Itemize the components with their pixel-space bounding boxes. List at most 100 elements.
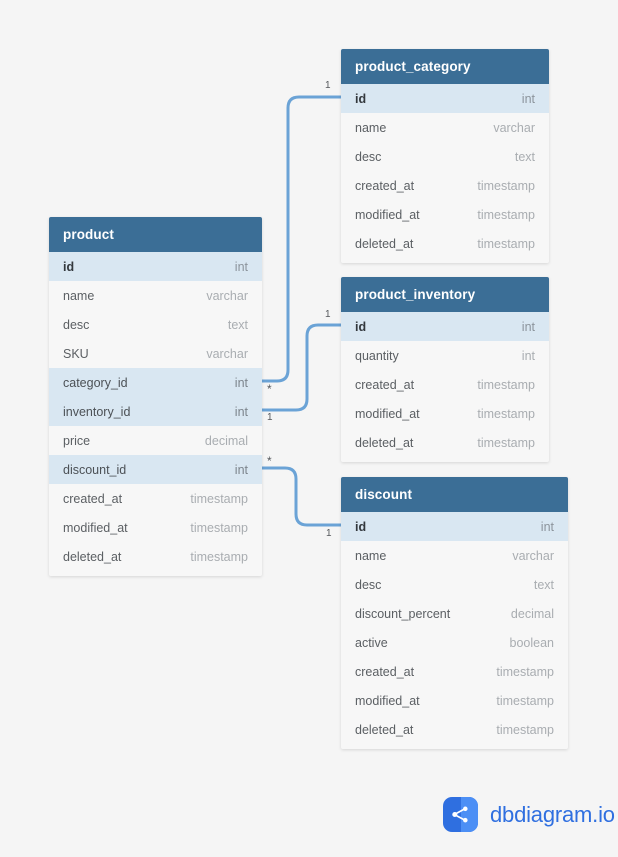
field-row[interactable]: modified_at timestamp xyxy=(341,686,568,715)
dbdiagram-brand: dbdiagram.io xyxy=(443,797,615,832)
field-row[interactable]: discount_percent decimal xyxy=(341,599,568,628)
field-row[interactable]: id int xyxy=(341,84,549,113)
field-type: varchar xyxy=(493,120,535,135)
field-name: name xyxy=(355,120,387,135)
field-type: timestamp xyxy=(190,520,248,535)
field-name: inventory_id xyxy=(63,404,131,419)
field-type: int xyxy=(234,404,248,419)
field-type: timestamp xyxy=(496,693,554,708)
field-type: timestamp xyxy=(190,549,248,564)
cardinality-label: 1 xyxy=(325,80,331,91)
field-name: id xyxy=(355,519,367,534)
field-row[interactable]: created_at timestamp xyxy=(341,370,549,399)
field-name: id xyxy=(355,319,367,334)
dbdiagram-brand-text: dbdiagram.io xyxy=(490,801,615,827)
field-type: timestamp xyxy=(477,377,535,392)
field-row[interactable]: id int xyxy=(49,252,262,281)
field-row[interactable]: active boolean xyxy=(341,628,568,657)
field-name: name xyxy=(63,288,95,303)
field-type: int xyxy=(234,462,248,477)
field-row[interactable]: created_at timestamp xyxy=(341,657,568,686)
field-name: desc xyxy=(355,577,382,592)
field-name: name xyxy=(355,548,387,563)
field-type: int xyxy=(234,259,248,274)
field-type: varchar xyxy=(206,288,248,303)
field-row[interactable]: name varchar xyxy=(341,113,549,142)
cardinality-label: * xyxy=(267,454,272,468)
field-row[interactable]: deleted_at timestamp xyxy=(49,542,262,571)
cardinality-label: 1 xyxy=(267,412,273,423)
field-type: boolean xyxy=(509,635,555,650)
table-header-discount[interactable]: discount xyxy=(341,477,568,512)
field-name: modified_at xyxy=(355,406,420,421)
cardinality-label: 1 xyxy=(325,309,331,320)
field-row[interactable]: created_at timestamp xyxy=(49,484,262,513)
field-type: text xyxy=(514,149,535,164)
field-name: id xyxy=(63,259,75,274)
field-row[interactable]: id int xyxy=(341,312,549,341)
field-name: desc xyxy=(63,317,90,332)
field-name: deleted_at xyxy=(63,549,122,564)
field-row[interactable]: desc text xyxy=(49,310,262,339)
field-name: category_id xyxy=(63,375,128,390)
field-name: quantity xyxy=(355,348,399,363)
field-type: text xyxy=(227,317,248,332)
field-row[interactable]: id int xyxy=(341,512,568,541)
field-name: active xyxy=(355,635,388,650)
field-type: decimal xyxy=(510,606,554,621)
field-row[interactable]: name varchar xyxy=(341,541,568,570)
field-type: int xyxy=(521,91,535,106)
field-name: created_at xyxy=(355,664,415,679)
field-type: timestamp xyxy=(477,178,535,193)
field-type: timestamp xyxy=(496,722,554,737)
field-type: timestamp xyxy=(477,236,535,251)
field-name: created_at xyxy=(355,377,415,392)
table-header-product_inventory[interactable]: product_inventory xyxy=(341,277,549,312)
field-row[interactable]: desc text xyxy=(341,570,568,599)
field-name: modified_at xyxy=(63,520,128,535)
field-row[interactable]: discount_id int xyxy=(49,455,262,484)
field-name: deleted_at xyxy=(355,236,414,251)
table-discount[interactable]: discount id int name varchar desc text discount… xyxy=(341,477,568,749)
field-name: discount_id xyxy=(63,462,127,477)
field-name: created_at xyxy=(63,491,123,506)
field-row[interactable]: category_id int xyxy=(49,368,262,397)
field-type: timestamp xyxy=(190,491,248,506)
field-type: int xyxy=(540,519,554,534)
field-row[interactable]: modified_at timestamp xyxy=(49,513,262,542)
field-row[interactable]: deleted_at timestamp xyxy=(341,715,568,744)
field-row[interactable]: inventory_id int xyxy=(49,397,262,426)
table-header-product[interactable]: product xyxy=(49,217,262,252)
field-row[interactable]: deleted_at timestamp xyxy=(341,229,549,258)
field-name: deleted_at xyxy=(355,722,414,737)
field-type: text xyxy=(533,577,554,592)
cardinality-label: 1 xyxy=(326,528,332,539)
field-type: timestamp xyxy=(477,435,535,450)
field-row[interactable]: name varchar xyxy=(49,281,262,310)
relationship-line-rel-category[interactable] xyxy=(260,95,343,383)
field-type: timestamp xyxy=(477,207,535,222)
field-type: int xyxy=(521,319,535,334)
field-type: int xyxy=(234,375,248,390)
field-name: id xyxy=(355,91,367,106)
field-name: discount_percent xyxy=(355,606,451,621)
relationship-line-rel-inventory[interactable] xyxy=(260,323,343,412)
relationship-line-rel-discount[interactable] xyxy=(260,466,343,527)
field-type: timestamp xyxy=(496,664,554,679)
field-type: varchar xyxy=(206,346,248,361)
field-type: varchar xyxy=(512,548,554,563)
field-name: modified_at xyxy=(355,693,420,708)
table-header-product_category[interactable]: product_category xyxy=(341,49,549,84)
